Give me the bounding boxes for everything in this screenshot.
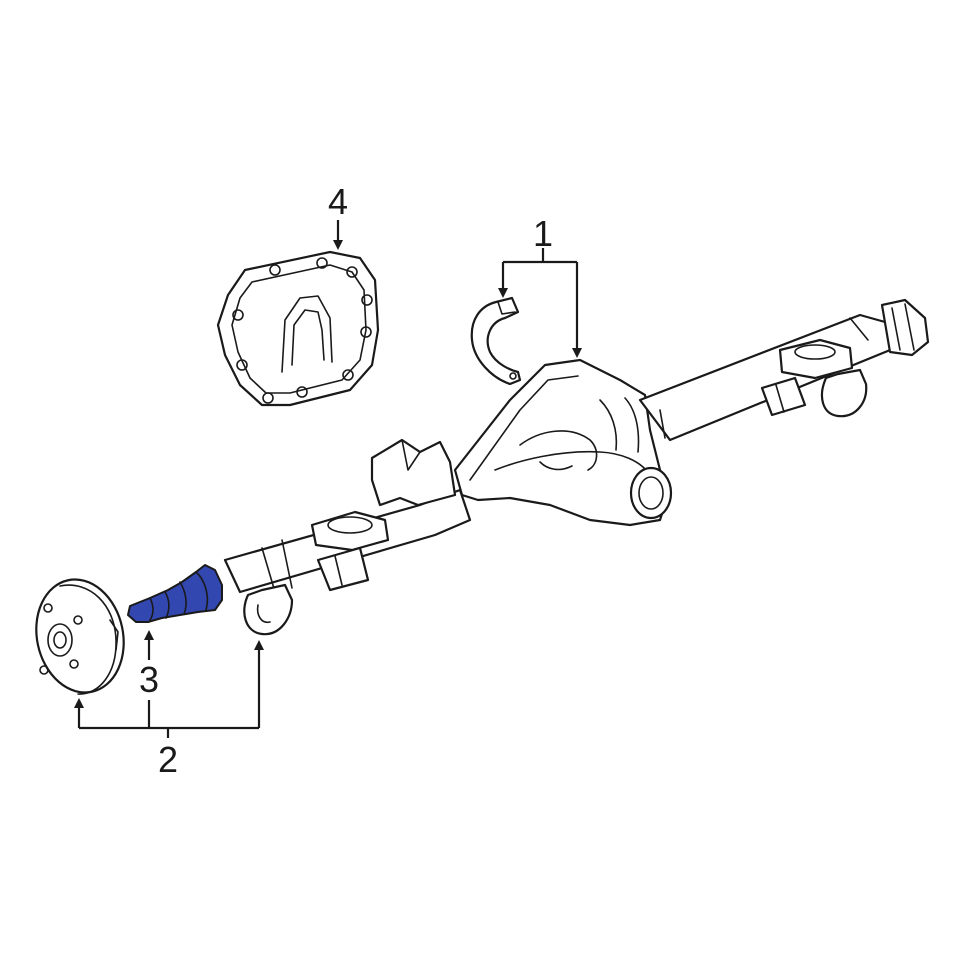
callout-label-1: 1 [533,213,553,254]
axle-bearing-part[interactable] [127,564,223,623]
differential-cover-part[interactable] [216,250,380,407]
callout-label-4: 4 [328,181,348,222]
callout-label-3: 3 [139,659,159,700]
callout-label-2: 2 [158,739,178,780]
axle-flange-part[interactable] [26,571,134,700]
bearing-cap-part[interactable] [470,296,522,386]
axle-housing-part[interactable] [223,298,930,636]
leader-lines [74,220,582,738]
